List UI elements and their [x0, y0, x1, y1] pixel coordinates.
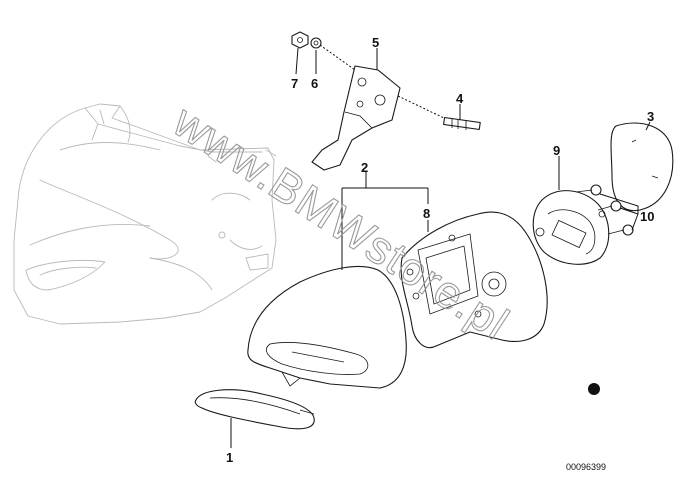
callout-1: 1	[226, 450, 233, 465]
mirror-motor-part	[532, 190, 610, 265]
washer-part	[310, 37, 322, 49]
callout-2: 2	[361, 160, 368, 175]
catalog-code: 00096399	[566, 462, 606, 472]
screw-parts	[575, 184, 634, 236]
fairing-outline	[13, 103, 277, 325]
turn-signal-part	[194, 389, 315, 430]
callout-9: 9	[553, 143, 560, 158]
callout-8: 8	[423, 206, 430, 221]
stud-bolt-part	[443, 116, 481, 131]
leader-lines	[230, 47, 651, 448]
mirror-housing-part	[400, 211, 548, 348]
callout-4: 4	[456, 91, 464, 106]
mounting-bracket-part	[311, 65, 401, 171]
mirror-glass-part	[610, 122, 674, 212]
mirror-shell-part	[247, 265, 407, 389]
callout-5: 5	[372, 35, 379, 50]
callout-10: 10	[640, 209, 654, 224]
nut-part	[291, 31, 309, 49]
callout-6: 6	[311, 76, 318, 91]
callout-3: 3	[647, 109, 654, 124]
callout-7: 7	[291, 76, 298, 91]
reference-dot	[588, 383, 600, 395]
